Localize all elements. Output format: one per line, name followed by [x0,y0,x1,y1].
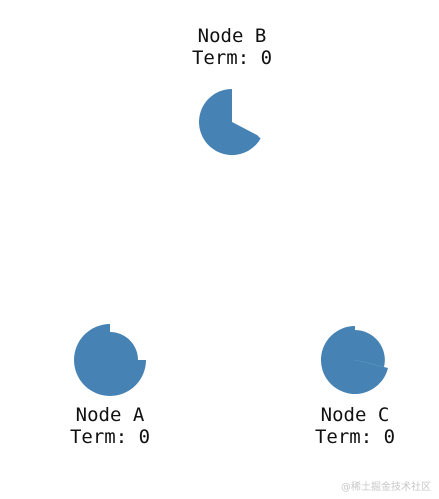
node-c-timer-arc [320,325,388,394]
node-a: Node A Term: 0 [30,320,190,448]
node-b: Node B Term: 0 [152,25,312,162]
node-b-timer-arc [199,89,261,155]
node-a-circle [74,324,146,396]
node-a-name: Node A [75,404,145,426]
node-c-circle [320,325,388,394]
node-a-term: Term: 0 [69,426,151,448]
node-c-term: Term: 0 [314,426,396,448]
watermark: @稀土掘金技术社区 [341,482,431,493]
node-c: Node C Term: 0 [275,320,435,448]
node-a-timer-fill [76,326,145,394]
node-b-term: Term: 0 [191,47,273,69]
node-c-timer-inner [355,330,385,367]
node-b-name: Node B [197,25,267,47]
node-b-circle [199,89,261,155]
node-c-name: Node C [320,404,390,426]
